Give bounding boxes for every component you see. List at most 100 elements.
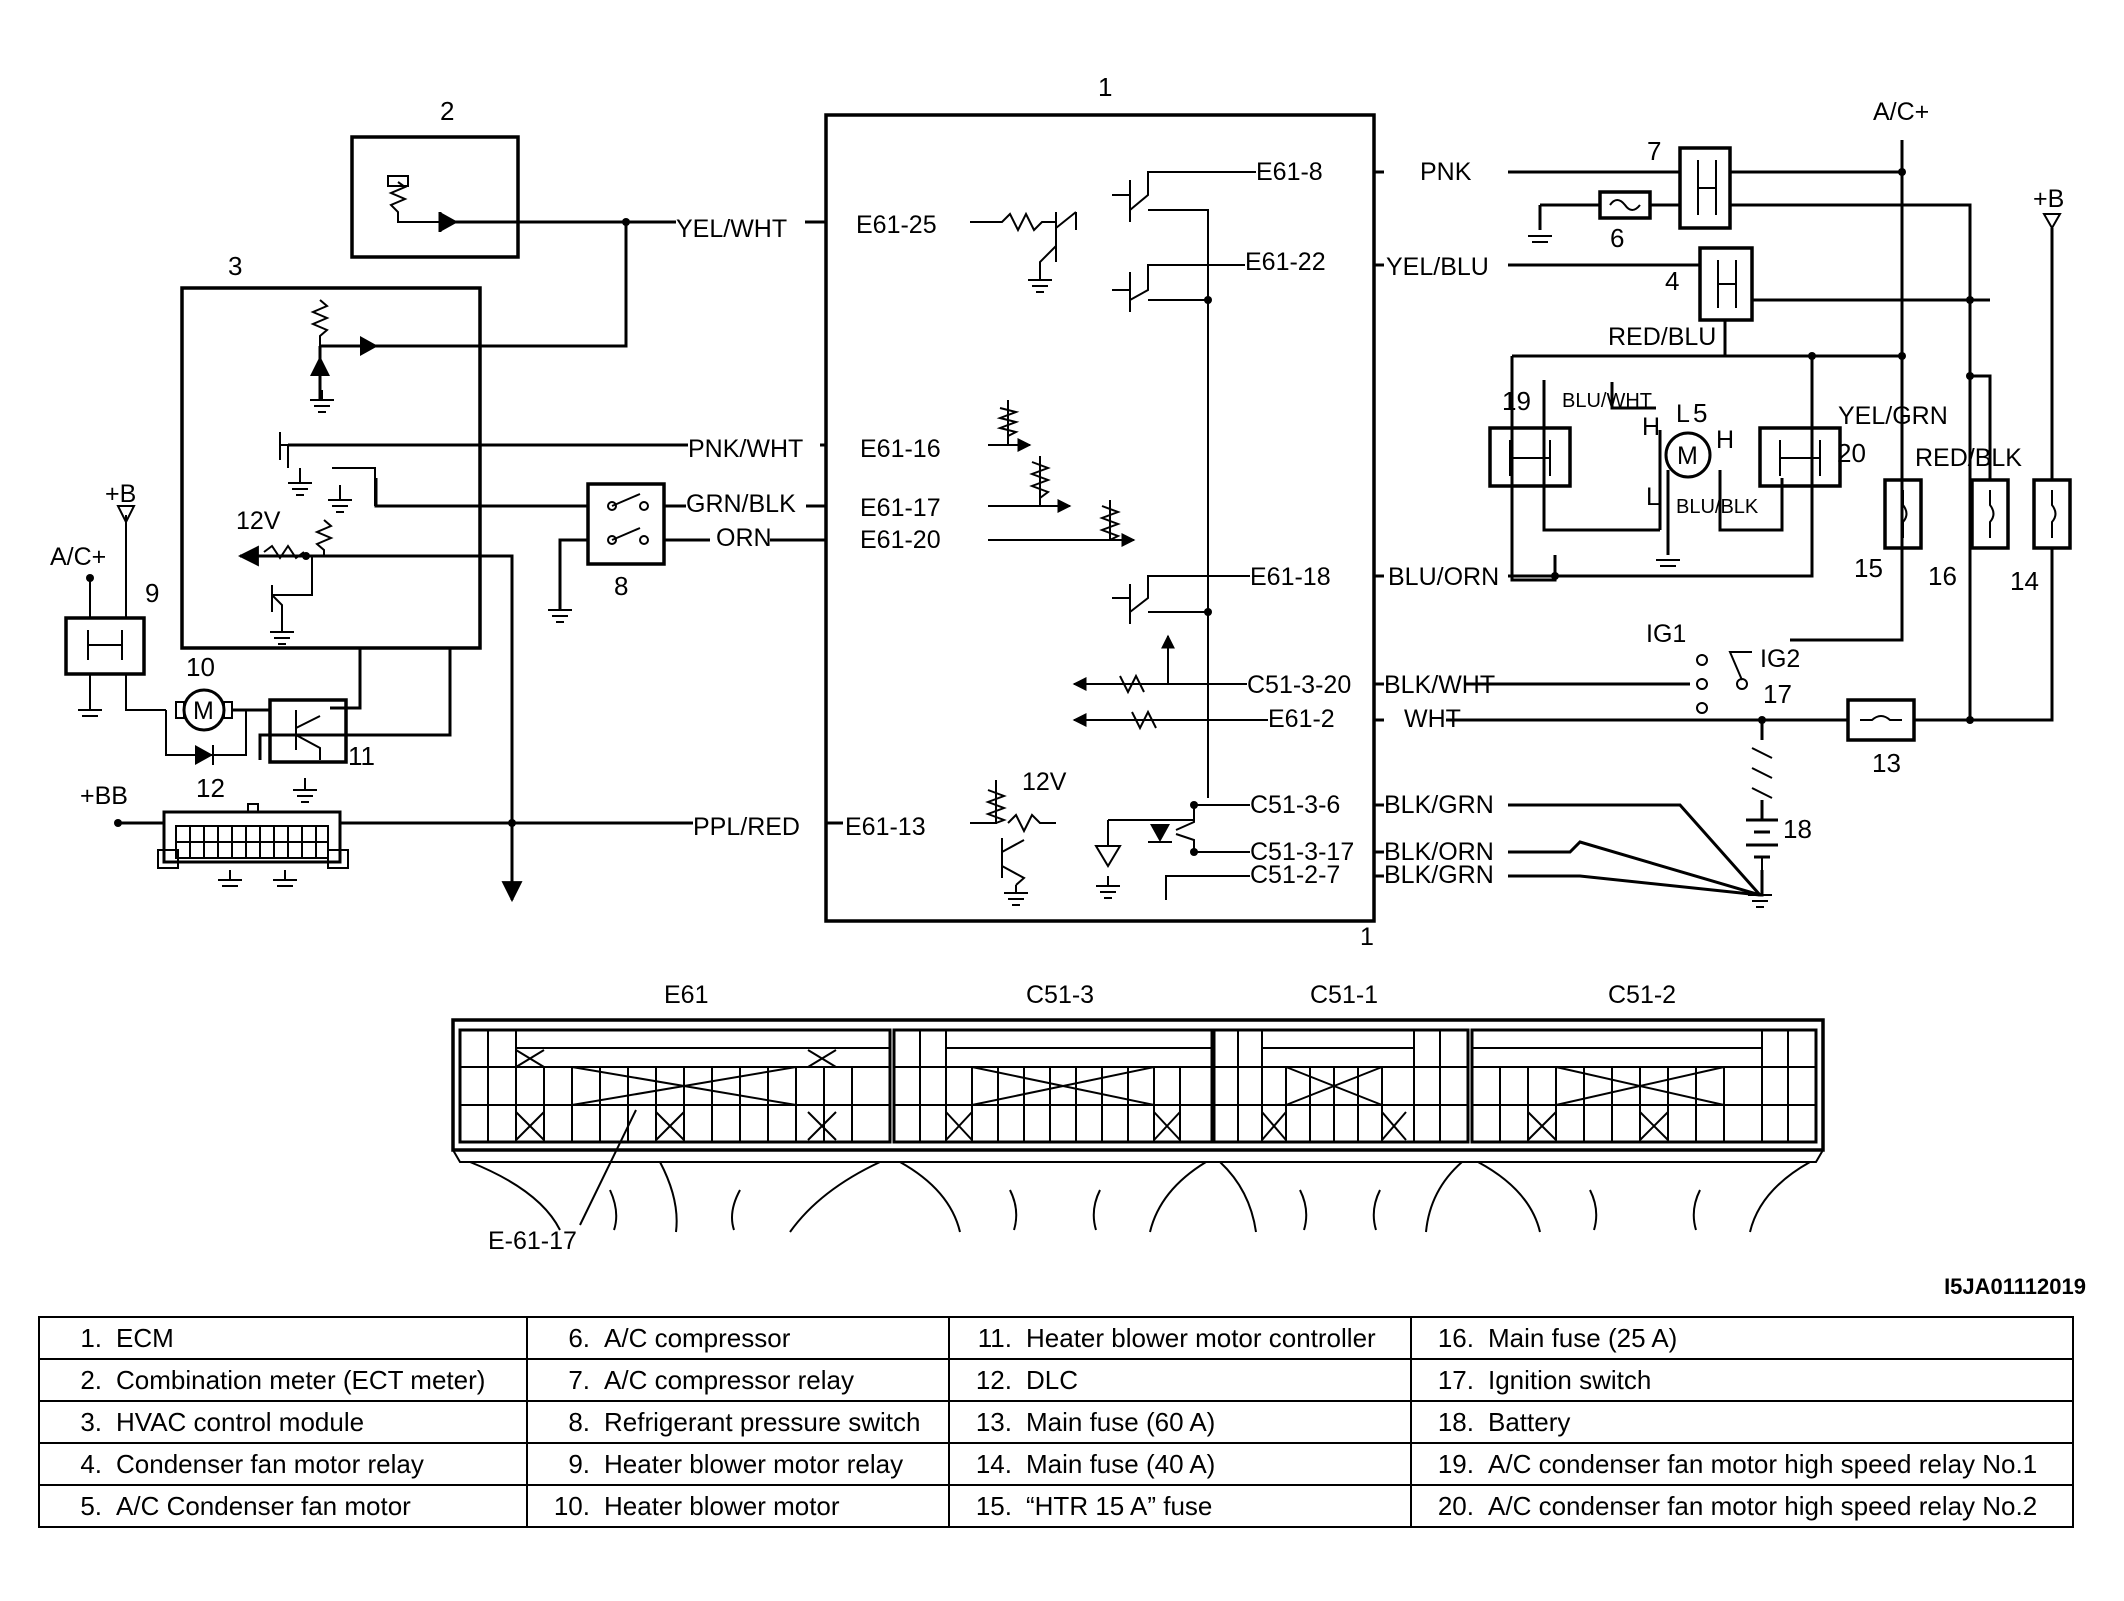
legend-text: ECM xyxy=(116,1322,174,1353)
legend-row: 2.Combination meter (ECT meter) 7. A/C com… xyxy=(38,1358,2074,1402)
legend-cell: 16.Main fuse (25 A) xyxy=(1410,1316,2074,1360)
ignition-switch-17: IG1 IG2 xyxy=(1646,620,1800,714)
terminal-e61-17: E61-17 xyxy=(860,494,941,522)
legend-cell: 4. Condenser fan motor relay xyxy=(38,1442,528,1486)
legend-text: A/C compressor xyxy=(604,1322,791,1353)
ecm-ground-mark: 1 xyxy=(1360,923,1374,951)
legend-text: Main fuse (40 A) xyxy=(1026,1448,1216,1479)
terminal-e61-2: E61-2 xyxy=(1268,705,1335,733)
label-component-18: 18 xyxy=(1783,814,1812,844)
legend-number: 6. xyxy=(568,1322,590,1353)
legend-cell: 2.Combination meter (ECT meter) xyxy=(38,1358,528,1402)
legend-cell: 6. A/C compressor xyxy=(526,1316,950,1360)
legend-cell: 12. DLC xyxy=(948,1358,1412,1402)
terminal-e61-25: E61-25 xyxy=(856,211,937,239)
label-component-2: 2 xyxy=(440,96,454,126)
terminal-e61-18: E61-18 xyxy=(1250,563,1331,591)
legend-cell: 8.Refrigerant pressure switch xyxy=(526,1400,950,1444)
motor-10-symbol: M xyxy=(193,697,214,725)
legend-number: 7. xyxy=(568,1364,590,1395)
wire-yel-grn: YEL/GRN xyxy=(1838,402,1948,430)
legend-number: 10. xyxy=(553,1490,590,1521)
legend-number: 11. xyxy=(977,1322,1012,1353)
connector-e61-label: E61 xyxy=(664,981,708,1009)
label-component-20: 20 xyxy=(1837,438,1866,468)
label-component-14: 14 xyxy=(2010,566,2039,596)
plus-b-label-right: +B xyxy=(2033,185,2064,213)
plus-b-label-left: +B xyxy=(105,480,136,508)
motor-5-h-left: H xyxy=(1642,413,1660,441)
dlc-12 xyxy=(114,803,349,869)
label-component-1: 1 xyxy=(1098,72,1112,102)
legend-text: Main fuse (25 A) xyxy=(1488,1322,1678,1353)
combination-meter-internals xyxy=(387,175,460,232)
legend-text: DLC xyxy=(1026,1364,1079,1395)
legend-cell: 19.A/C condenser fan motor high speed re… xyxy=(1410,1442,2074,1486)
legend-text: Heater blower motor xyxy=(604,1490,840,1521)
hvac-internals xyxy=(263,299,378,625)
wire-blk-grn-1: BLK/GRN xyxy=(1384,791,1494,819)
wire-orn: ORN xyxy=(716,524,772,552)
connector-c51-1-label: C51-1 xyxy=(1310,981,1378,1009)
motor-5-h-right: H xyxy=(1716,426,1734,454)
label-component-17: 17 xyxy=(1763,679,1792,709)
label-component-9: 9 xyxy=(145,578,159,608)
wire-grn-blk: GRN/BLK xyxy=(686,490,796,518)
label-component-6: 6 xyxy=(1610,223,1624,253)
terminal-e61-22: E61-22 xyxy=(1245,248,1326,276)
label-component-10: 10 xyxy=(186,652,215,682)
ignition-ig2: IG2 xyxy=(1760,645,1800,673)
motor-5-l-bottom: L xyxy=(1646,483,1660,511)
terminal-c51-3-6: C51-3-6 xyxy=(1250,791,1340,819)
combination-meter-box xyxy=(350,135,520,259)
wire-blu-blk: BLU/BLK xyxy=(1676,496,1759,518)
fuse-15 xyxy=(1883,478,1923,550)
ac-compressor-6 xyxy=(1598,190,1652,220)
high-speed-relay-19 xyxy=(1488,426,1572,488)
label-component-11: 11 xyxy=(348,741,375,771)
terminal-c51-2-7: C51-2-7 xyxy=(1250,861,1340,889)
legend-number: 12. xyxy=(975,1364,1012,1395)
legend-number: 4. xyxy=(80,1448,102,1479)
heater-blower-motor-10: M xyxy=(165,688,270,765)
figure-code: I5JA01112019 xyxy=(1944,1274,2086,1299)
legend-cell: 1.ECM xyxy=(38,1316,528,1360)
ecm-box xyxy=(824,113,1376,923)
legend-cell: 13.Main fuse (60 A) xyxy=(948,1400,1412,1444)
legend-text: Heater blower motor controller xyxy=(1026,1322,1376,1353)
ac-plus-label-right: A/C+ xyxy=(1873,98,1929,126)
legend-text: Condenser fan motor relay xyxy=(116,1448,424,1479)
fuses-14-16 xyxy=(1883,213,2072,550)
component-legend: 1.ECM 6. A/C compressor 11. Heater blower mo… xyxy=(38,1316,2074,1528)
main-fuse-13 xyxy=(1846,698,1916,742)
legend-text: Ignition switch xyxy=(1488,1364,1652,1395)
fuse-14 xyxy=(2032,478,2072,550)
label-component-13: 13 xyxy=(1872,748,1901,778)
blower-controller-11 xyxy=(268,698,348,764)
legend-text: Battery xyxy=(1488,1406,1571,1437)
terminal-e61-20: E61-20 xyxy=(860,526,941,554)
terminal-e61-13: E61-13 xyxy=(845,813,926,841)
legend-cell: 18. Battery xyxy=(1410,1400,2074,1444)
compressor-relay-7 xyxy=(1678,146,1732,230)
legend-cell: 15.“HTR 15 A” fuse xyxy=(948,1484,1412,1528)
terminal-e61-16: E61-16 xyxy=(860,435,941,463)
motor-5-symbol: M xyxy=(1677,442,1698,470)
wire-blu-orn: BLU/ORN xyxy=(1388,563,1499,591)
legend-number: 18. xyxy=(1437,1406,1474,1437)
label-component-7: 7 xyxy=(1647,136,1661,166)
label-component-4: 4 xyxy=(1665,266,1679,296)
wires xyxy=(118,140,2054,903)
connector-callout-e61-17: E-61-17 xyxy=(488,1227,577,1255)
terminal-c51-3-20: C51-3-20 xyxy=(1247,671,1351,699)
label-component-15: 15 xyxy=(1854,553,1883,583)
legend-number: 2. xyxy=(80,1364,102,1395)
legend-cell: 7. A/C compressor relay xyxy=(526,1358,950,1402)
legend-body: 1.ECM 6. A/C compressor 11. Heater blower mo… xyxy=(38,1316,2074,1528)
wire-blk-orn: BLK/ORN xyxy=(1384,838,1494,866)
v12-label-hvac: 12V xyxy=(236,507,281,535)
condenser-fan-motor-5: M H H L L xyxy=(1642,400,1734,511)
legend-text: A/C compressor relay xyxy=(604,1364,854,1395)
legend-number: 19. xyxy=(1437,1448,1474,1479)
